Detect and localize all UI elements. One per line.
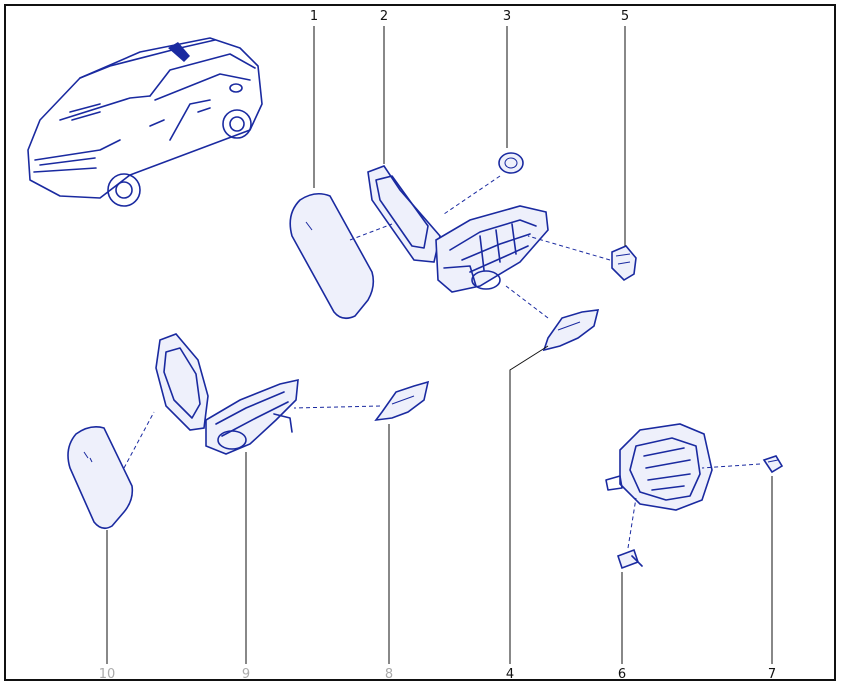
callout-labels: 1 2 3 5 10 9 8 4 6 7 xyxy=(99,9,776,682)
vehicle-illustration xyxy=(27,37,263,207)
callout-9: 9 xyxy=(242,667,250,682)
callout-3: 3 xyxy=(503,9,511,24)
part-10-fuel-flap xyxy=(67,426,134,530)
part-3-grommet xyxy=(498,152,524,174)
part-7-clip xyxy=(762,455,784,474)
callout-1: 1 xyxy=(310,9,318,24)
assembly-arrows xyxy=(123,175,761,549)
part-9-flap-housing xyxy=(155,333,299,455)
part-right-flap-assembly xyxy=(605,423,713,511)
part-2-flap-housing xyxy=(367,165,549,293)
diagram-frame xyxy=(4,4,836,681)
callout-5: 5 xyxy=(621,9,629,24)
part-6-screw xyxy=(616,548,643,570)
callout-8: 8 xyxy=(385,667,393,682)
callout-10: 10 xyxy=(99,667,116,682)
callout-6: 6 xyxy=(618,667,626,682)
part-8-seal xyxy=(374,380,430,422)
callout-4: 4 xyxy=(506,667,514,682)
part-5-actuator xyxy=(611,245,637,282)
callout-2: 2 xyxy=(380,9,388,24)
callout-7: 7 xyxy=(768,667,776,682)
part-4-seal xyxy=(542,309,600,352)
callout-leaders xyxy=(106,26,773,664)
part-1-fuel-flap xyxy=(289,192,375,320)
